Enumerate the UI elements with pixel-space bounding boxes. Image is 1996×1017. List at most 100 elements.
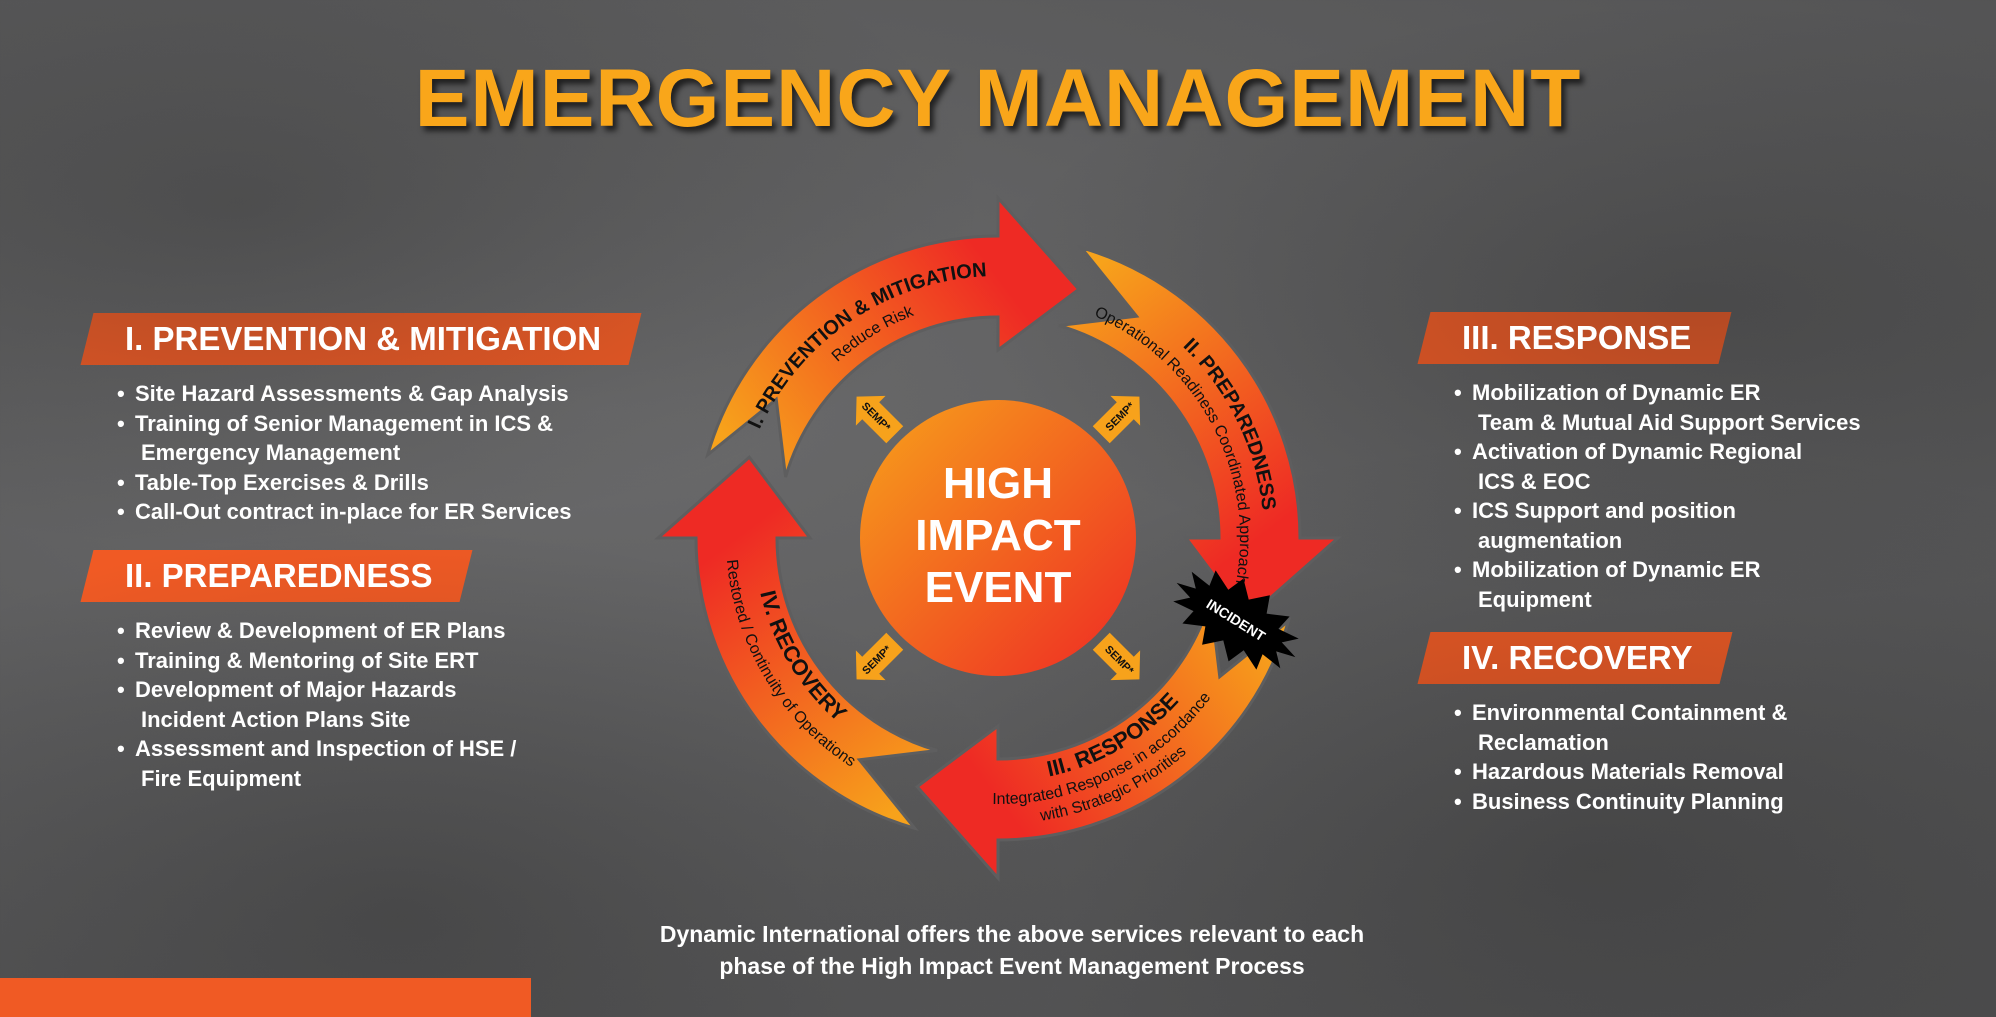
bullet-list: •Site Hazard Assessments & Gap Analysis•… <box>117 379 635 527</box>
list-item-text: Environmental Containment & <box>1472 700 1788 725</box>
cycle-arrow-recovery <box>654 454 938 832</box>
bullet-icon: • <box>117 381 125 406</box>
list-item: • Activation of Dynamic Regional <box>1454 437 1861 467</box>
list-item: • Mobilization of Dynamic ER <box>1454 378 1861 408</box>
bullet-icon: • <box>1454 557 1462 582</box>
semp-arrow: SEMP* <box>1092 395 1141 444</box>
list-item-text: Equipment <box>1478 586 1592 612</box>
bullet-icon: • <box>117 499 125 524</box>
list-item: • Hazardous Materials Removal <box>1454 757 1787 787</box>
list-item-text: Training of Senior Management in ICS & <box>135 410 554 436</box>
list-item-text: Review & Development of ER Plans <box>135 618 506 643</box>
list-item-text: Activation of Dynamic Regional <box>1472 439 1803 464</box>
list-item-text: ICS & EOC <box>1478 468 1591 494</box>
section-recovery: IV. RECOVERY•Environmental Containment &… <box>1424 632 1787 816</box>
footer-note: Dynamic International offers the above s… <box>0 918 1996 982</box>
section-heading-text: II. PREPAREDNESS <box>125 557 433 594</box>
list-item-continuation: Emergency Management <box>117 438 635 468</box>
list-item-continuation: Incident Action Plans Site <box>117 705 516 735</box>
list-item-text: Table-Top Exercises & Drills <box>135 469 429 495</box>
bullet-icon: • <box>117 469 125 495</box>
page-title: EMERGENCY MANAGEMENT <box>414 53 1582 144</box>
list-item-text: Mobilization of Dynamic ER <box>1472 380 1761 405</box>
semp-arrow: SEMP* <box>855 395 904 444</box>
starburst-icon <box>1173 570 1299 670</box>
semp-arrow-icon <box>1092 395 1141 444</box>
semp-arrow-icon <box>855 632 904 681</box>
section-heading: II. PREPAREDNESS <box>87 550 466 602</box>
list-item: • ICS Support and position <box>1454 496 1861 526</box>
list-item-text: Incident Action Plans Site <box>141 706 411 732</box>
bullet-icon: • <box>117 618 125 643</box>
list-item-text: Fire Equipment <box>141 765 302 791</box>
list-item-text: Development of Major Hazards <box>135 677 457 702</box>
incident-starburst: INCIDENT <box>1173 570 1299 670</box>
list-item-text: Call-Out contract in-place for ER Servic… <box>135 499 572 524</box>
bullet-icon: • <box>1454 380 1462 405</box>
section-heading-text: III. RESPONSE <box>1462 319 1692 356</box>
section-heading: IV. RECOVERY <box>1424 632 1726 684</box>
bullet-icon: • <box>1454 788 1462 814</box>
semp-arrow: SEMP* <box>1092 632 1141 681</box>
high-impact-event-circle <box>860 400 1136 676</box>
bottom-accent-bar <box>0 978 531 1017</box>
list-item-text: Site Hazard Assessments & Gap Analysis <box>135 381 569 406</box>
section-heading: III. RESPONSE <box>1424 312 1725 364</box>
list-item: • Training & Mentoring of Site ERT <box>117 646 516 676</box>
list-item-text: Training & Mentoring of Site ERT <box>135 647 479 673</box>
bullet-icon: • <box>1454 439 1462 464</box>
list-item-text: ICS Support and position <box>1472 498 1736 523</box>
section-heading-text: IV. RECOVERY <box>1462 639 1693 676</box>
bullet-icon: • <box>117 677 125 702</box>
section-heading-text: I. PREVENTION & MITIGATION <box>125 320 602 357</box>
list-item-text: Hazardous Materials Removal <box>1472 759 1784 784</box>
list-item-text: Reclamation <box>1478 729 1609 755</box>
list-item: • Table-Top Exercises & Drills <box>117 468 635 498</box>
bullet-icon: • <box>117 647 125 673</box>
center-label-line: IMPACT <box>915 511 1081 560</box>
list-item-continuation: Equipment <box>1454 585 1861 615</box>
footer-line-1: Dynamic International offers the above s… <box>659 921 1365 947</box>
list-item: • Training of Senior Management in ICS & <box>117 409 635 439</box>
list-item-continuation: Team & Mutual Aid Support Services <box>1454 408 1861 438</box>
center-label-line: EVENT <box>925 563 1072 612</box>
list-item-text: Mobilization of Dynamic ER <box>1472 557 1761 582</box>
cycle-arrow-preparedness <box>1058 244 1342 622</box>
footer-line-2: phase of the High Impact Event Managemen… <box>719 953 1305 979</box>
cycle-arrow-response <box>914 598 1292 882</box>
list-item-continuation: Reclamation <box>1454 728 1787 758</box>
list-item-continuation: ICS & EOC <box>1454 467 1861 497</box>
semp-arrow-icon <box>1092 632 1141 681</box>
list-item-text: Assessment and Inspection of HSE / <box>135 736 517 761</box>
bullet-icon: • <box>1454 498 1462 523</box>
section-prevention-mitigation: I. PREVENTION & MITIGATION•Site Hazard A… <box>87 313 635 527</box>
list-item-continuation: augmentation <box>1454 526 1861 556</box>
list-item: • Development of Major Hazards <box>117 675 516 705</box>
bullet-icon: • <box>1454 700 1462 725</box>
list-item-continuation: Fire Equipment <box>117 764 516 794</box>
list-item: • Site Hazard Assessments & Gap Analysis <box>117 379 635 409</box>
semp-arrow-icon <box>855 395 904 444</box>
bullet-icon: • <box>117 410 125 436</box>
cycle-arrow-prevention <box>704 194 1082 478</box>
list-item: • Call-Out contract in-place for ER Servi… <box>117 497 635 527</box>
bullet-icon: • <box>1454 759 1462 784</box>
list-item: • Review & Development of ER Plans <box>117 616 516 646</box>
center-label-line: HIGH <box>943 459 1053 508</box>
list-item-text: Team & Mutual Aid Support Services <box>1478 409 1861 435</box>
bullet-list: •Environmental Containment &Reclamation•… <box>1454 698 1787 816</box>
list-item-text: Business Continuity Planning <box>1472 788 1784 814</box>
section-preparedness: II. PREPAREDNESS•Review & Development of… <box>87 550 516 793</box>
list-item: • Environmental Containment & <box>1454 698 1787 728</box>
semp-arrow: SEMP* <box>855 632 904 681</box>
list-item: • Assessment and Inspection of HSE / <box>117 734 516 764</box>
section-heading: I. PREVENTION & MITIGATION <box>87 313 635 365</box>
list-item-text: Emergency Management <box>141 440 401 465</box>
list-item-text: augmentation <box>1478 527 1623 553</box>
bullet-list: • Mobilization of Dynamic ER Team & Mutual… <box>1454 378 1861 614</box>
bullet-list: • Review & Development of ER Plans • Traini… <box>117 616 516 793</box>
bullet-icon: • <box>117 736 125 761</box>
list-item: • Business Continuity Planning <box>1454 787 1787 817</box>
section-response: III. RESPONSE•Mobilization of Dynamic ER… <box>1424 312 1861 614</box>
